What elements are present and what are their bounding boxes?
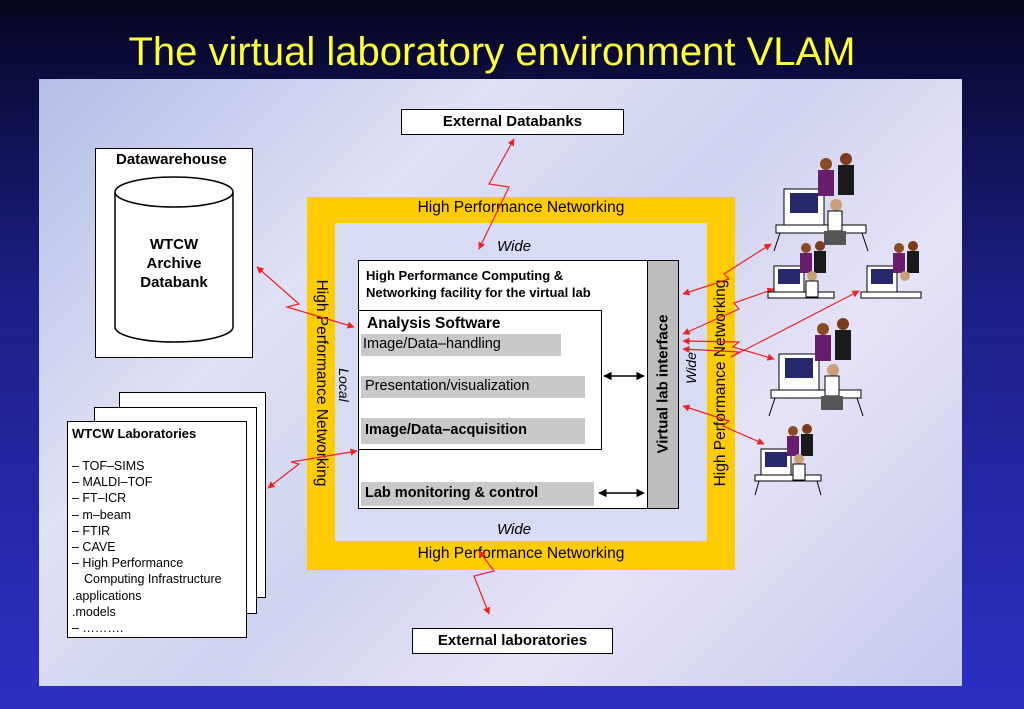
- zigzag-external-labs: [473, 550, 496, 615]
- lab-item: – High Performance: [72, 556, 184, 571]
- zigzag-user-2: [682, 287, 775, 335]
- zigzag-user-5: [682, 404, 765, 445]
- presentation-label: Presentation/visualization: [365, 378, 530, 394]
- archive-cylinder-icon: [114, 176, 234, 343]
- zigzag-databanks: [478, 138, 515, 250]
- external-laboratories-label: External laboratories: [437, 632, 588, 649]
- image-data-handling-label: Image/Data–handling: [363, 336, 501, 352]
- zigzag-datawarehouse: [256, 266, 355, 329]
- user-workstation-3-icon: [860, 241, 922, 299]
- external-databanks-box: External Databanks: [401, 109, 624, 135]
- lab-item: Computing Infrastructure: [84, 572, 222, 587]
- datawarehouse-label: Datawarehouse: [116, 151, 227, 168]
- lab-item: – m–beam: [72, 507, 132, 522]
- wide-bottom-label: Wide: [497, 521, 532, 538]
- datawarehouse-box: Datawarehouse WTCW Archive Databank: [95, 148, 253, 358]
- external-databanks-label: External Databanks: [442, 113, 583, 130]
- labs-page-front: WTCW Laboratories – TOF–SIMS – MALDI–TOF…: [67, 421, 247, 638]
- zigzag-user-4: [682, 290, 860, 358]
- analysis-software-label: Analysis Software: [367, 315, 501, 332]
- facility-line-2: Networking facility for the virtual lab: [366, 285, 591, 300]
- virtual-lab-interface-box: [647, 260, 679, 509]
- archive-line-2: Archive: [146, 255, 202, 272]
- lab-item: .applications: [72, 588, 142, 603]
- lab-item: – CAVE: [72, 540, 116, 555]
- presentation-box: Presentation/visualization: [361, 376, 585, 398]
- archive-line-1: WTCW: [149, 236, 199, 253]
- lab-item: – ……….: [72, 621, 124, 636]
- lab-item: – TOF–SIMS: [72, 459, 145, 473]
- lab-item: – FT–ICR: [72, 491, 127, 506]
- user-workstation-1-icon: [773, 153, 869, 252]
- zigzag-user-1: [682, 243, 772, 296]
- facility-line-1: High Performance Computing &: [366, 268, 564, 283]
- labs-title: WTCW Laboratories: [72, 426, 197, 441]
- slide-title: The virtual laboratory environment VLAM: [128, 30, 856, 74]
- diagram-panel: External Databanks Datawarehouse WTCW Ar…: [39, 79, 962, 686]
- hpn-top-label: High Performance Networking: [417, 199, 625, 216]
- zigzag-labs: [267, 448, 358, 489]
- acquisition-box: Image/Data–acquisition: [361, 418, 585, 444]
- user-workstation-4-icon: [768, 318, 864, 417]
- user-workstation-5-icon: [754, 424, 822, 496]
- hpn-bottom-label: High Performance Networking: [417, 545, 625, 562]
- connections-layer: [256, 138, 922, 615]
- acquisition-label: Image/Data–acquisition: [365, 422, 527, 438]
- external-laboratories-box: External laboratories: [412, 628, 613, 654]
- lab-item: – FTIR: [72, 523, 111, 538]
- archive-line-3: Databank: [140, 274, 208, 291]
- user-workstation-2-icon: [767, 241, 835, 299]
- lab-item: – MALDI–TOF: [72, 475, 153, 490]
- lab-item: .models: [72, 604, 116, 619]
- lab-monitoring-box: Lab monitoring & control: [361, 482, 594, 506]
- lab-monitoring-label: Lab monitoring & control: [365, 485, 539, 501]
- image-data-handling-box: Image/Data–handling: [361, 334, 561, 356]
